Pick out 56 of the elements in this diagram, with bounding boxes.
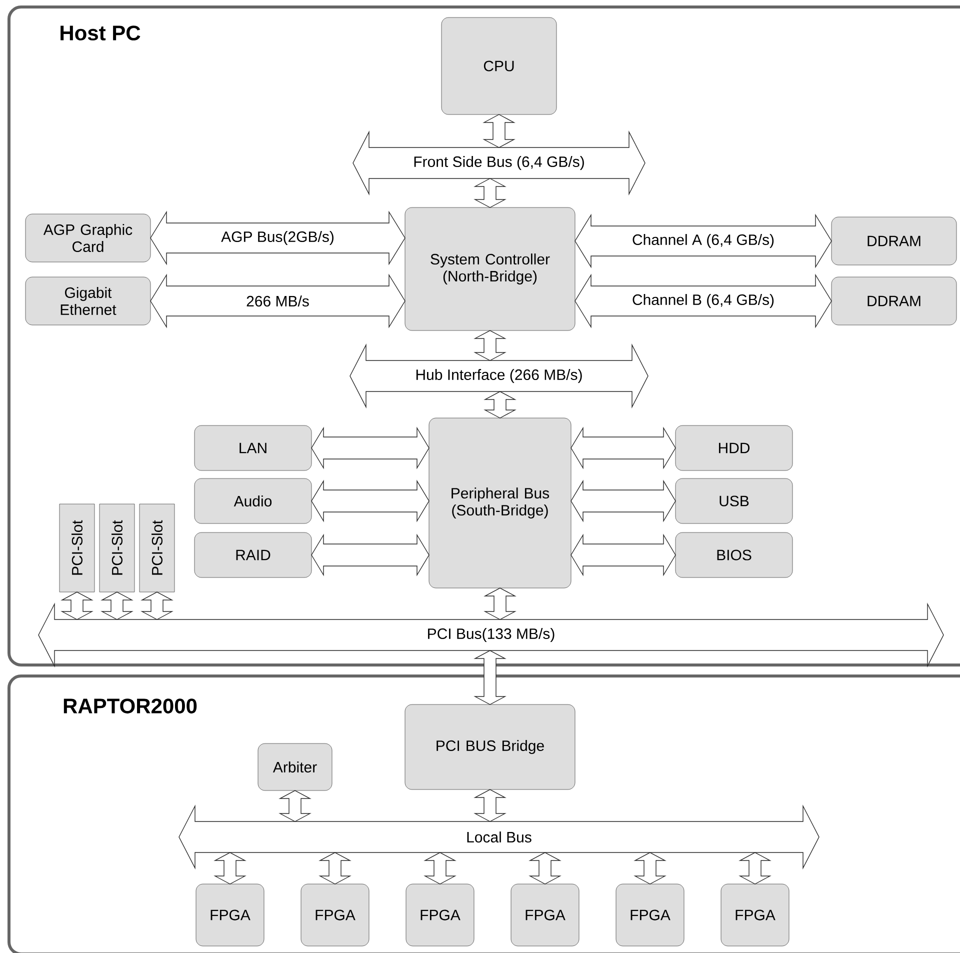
component-box: Audio bbox=[194, 478, 312, 524]
edge-label: AGP Bus(2GB/s) bbox=[220, 230, 336, 246]
double-arrow bbox=[570, 480, 676, 522]
double-arrow bbox=[528, 852, 562, 884]
component-box: FPGA bbox=[616, 884, 684, 946]
double-arrow bbox=[570, 426, 676, 470]
component-box: FPGA bbox=[300, 884, 370, 946]
component-box: Peripheral Bus (South-Bridge) bbox=[428, 418, 572, 588]
component-box: DDRAM bbox=[831, 276, 957, 326]
component-box: FPGA bbox=[196, 884, 264, 946]
double-arrow bbox=[311, 426, 430, 470]
double-arrow bbox=[278, 790, 312, 822]
double-arrow bbox=[474, 330, 506, 361]
component-box: LAN bbox=[194, 425, 312, 471]
bus-band: Hub Interface (266 MB/s) bbox=[350, 344, 648, 408]
component-box: Arbiter bbox=[258, 743, 332, 791]
double-arrow bbox=[100, 592, 134, 620]
edge-label: 266 MB/s bbox=[245, 294, 310, 308]
double-arrow bbox=[311, 480, 430, 522]
double-arrow bbox=[570, 534, 676, 576]
bus-band: Local Bus bbox=[178, 804, 820, 870]
double-arrow bbox=[482, 114, 516, 148]
component-box: AGP Graphic Card bbox=[25, 214, 151, 262]
component-box: FPGA bbox=[510, 884, 580, 946]
component-box: RAID bbox=[194, 532, 312, 578]
double-arrow bbox=[634, 852, 666, 884]
double-arrow bbox=[214, 852, 246, 884]
edge-label: Channel B (6,4 GB/s) bbox=[630, 293, 776, 309]
double-arrow bbox=[318, 852, 352, 884]
component-box: Gigabit Ethernet bbox=[25, 276, 151, 326]
bus-band: PCI Bus(133 MB/s) bbox=[38, 602, 944, 668]
double-arrow bbox=[150, 274, 406, 328]
double-arrow bbox=[140, 592, 174, 620]
component-box: USB bbox=[675, 478, 793, 524]
double-arrow bbox=[311, 534, 430, 576]
double-arrow bbox=[424, 852, 456, 884]
double-arrow bbox=[474, 650, 506, 705]
component-box: BIOS bbox=[675, 532, 793, 578]
double-arrow bbox=[60, 592, 94, 620]
slot-box: PCI-Slot bbox=[59, 504, 95, 592]
component-box: FPGA bbox=[720, 884, 790, 946]
component-box: PCI BUS Bridge bbox=[404, 704, 576, 790]
bus-band: Front Side Bus (6,4 GB/s) bbox=[352, 130, 646, 196]
double-arrow bbox=[474, 789, 506, 822]
double-arrow bbox=[474, 178, 506, 208]
component-box: FPGA bbox=[406, 884, 474, 946]
component-box: DDRAM bbox=[831, 216, 957, 266]
slot-box: PCI-Slot bbox=[99, 504, 135, 592]
edge-label: Channel A (6,4 GB/s) bbox=[630, 233, 776, 249]
double-arrow bbox=[484, 588, 516, 620]
component-box: HDD bbox=[675, 425, 793, 471]
component-box: System Controller (North-Bridge) bbox=[404, 207, 576, 331]
double-arrow bbox=[484, 391, 516, 418]
double-arrow bbox=[738, 852, 772, 884]
slot-box: PCI-Slot bbox=[139, 504, 175, 592]
component-box: CPU bbox=[441, 17, 557, 115]
